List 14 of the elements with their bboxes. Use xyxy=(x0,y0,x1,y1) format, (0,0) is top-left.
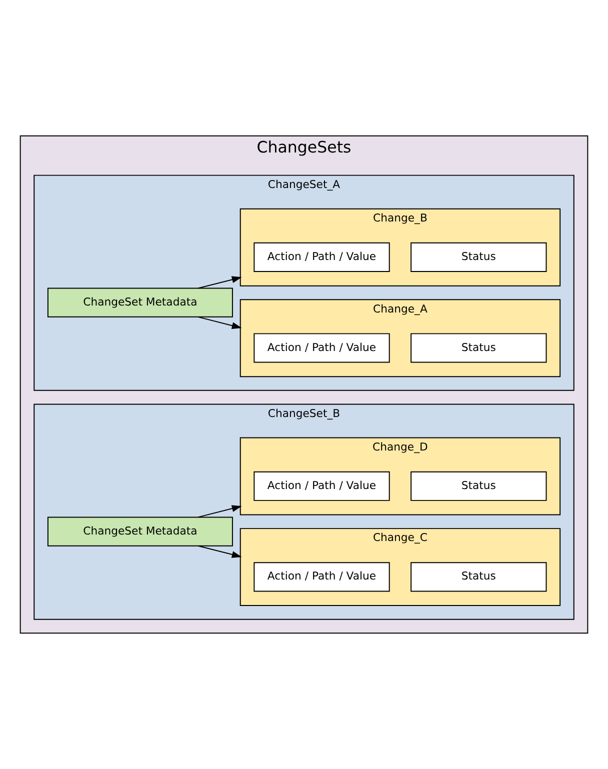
node-box: Action / Path / Value xyxy=(254,471,390,501)
node-box: Status xyxy=(410,471,547,501)
node-box: Status xyxy=(410,562,547,592)
arrow xyxy=(198,316,242,329)
node-box: Status xyxy=(410,333,547,363)
node-box: Action / Path / Value xyxy=(254,242,390,272)
node-box: Status xyxy=(410,242,547,272)
arrow xyxy=(198,276,242,289)
node-box: ChangeSet Metadata xyxy=(47,516,233,546)
node-box: Action / Path / Value xyxy=(254,333,390,363)
node-box: ChangeSet Metadata xyxy=(47,288,233,318)
node-box: Action / Path / Value xyxy=(254,562,390,592)
arrow xyxy=(198,545,242,558)
arrow xyxy=(198,505,242,518)
